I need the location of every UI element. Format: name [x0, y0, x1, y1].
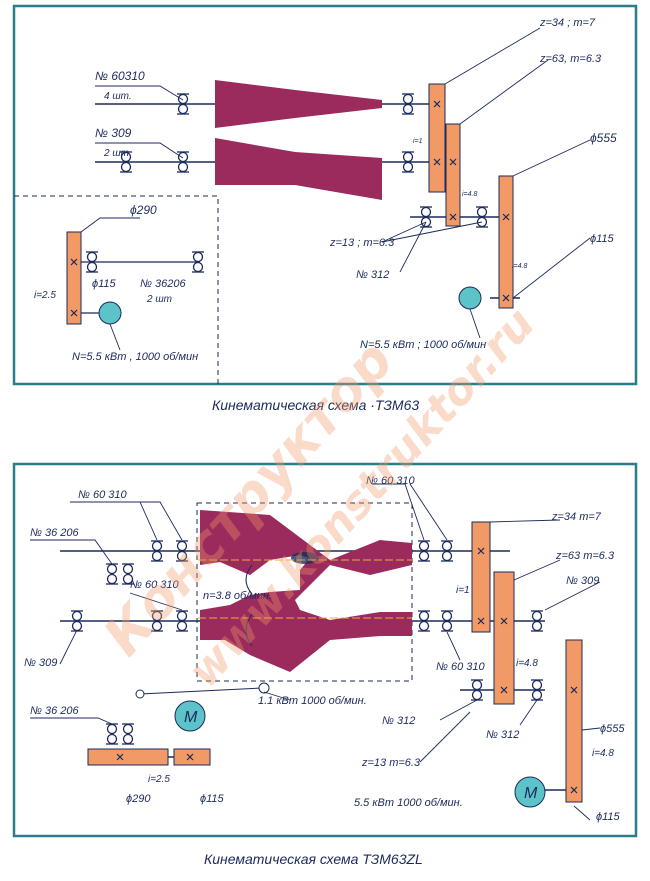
upper-roller: [200, 510, 412, 575]
gear-d115: [173, 748, 211, 766]
main-motor-symbol: M: [524, 785, 538, 802]
bottom-diagram: M M № 60 310 № 60 310 № 60 310: [12, 462, 638, 867]
label-ratio-48b: i=4.8: [592, 748, 614, 759]
label-b312-a: № 312: [382, 715, 415, 727]
rotation-arrow: [245, 613, 253, 647]
gear-z63: [445, 123, 461, 227]
link-rod: [139, 687, 263, 695]
gear-z63: [493, 571, 515, 705]
label-b309-b: № 309: [566, 575, 599, 587]
top-diagram: № 60310 4 шт. № 309 2 шт z=34 ; m=7 z=63…: [12, 4, 638, 413]
label-gear-z63: z=63, m=6.3: [539, 53, 602, 65]
label-ratio-48a: i=4.8: [462, 191, 477, 198]
label-b60310-a: № 60 310: [78, 489, 127, 501]
label-d555: ϕ555: [600, 723, 625, 735]
label-d115b: ϕ115: [596, 811, 621, 823]
label-b60310-d: № 60 310: [436, 661, 485, 673]
roller-nip: [291, 552, 319, 564]
main-motor-icon: [458, 286, 482, 310]
bearing: [121, 723, 135, 745]
label-inset-ratio: i=2.5: [34, 290, 56, 301]
label-ratio-48a: i=4.8: [516, 658, 538, 669]
label-b309-a: № 309: [24, 657, 57, 669]
bottom-frame: [12, 462, 638, 838]
rotation-arrow: [245, 564, 253, 595]
label-main-motor: 5.5 кВт 1000 об/мин.: [354, 797, 463, 809]
label-d290: ϕ290: [126, 793, 151, 805]
label-b60310-c: № 60 310: [366, 475, 415, 487]
label-bearing-312: № 312: [356, 269, 389, 281]
link-pivot: [135, 689, 145, 699]
label-inset-d290: ϕ290: [130, 203, 157, 217]
label-ratio-1: i=1: [413, 138, 423, 145]
label-bearing-309-qty: 2 шт: [103, 148, 129, 159]
link-pivot: [258, 682, 270, 694]
label-bearing-60310-qty: 4 шт.: [104, 91, 132, 102]
label-ratio-1: i=1: [456, 585, 470, 596]
top-frame: [12, 4, 638, 386]
label-d115a: ϕ115: [200, 793, 225, 805]
inset-dashed-border: [14, 195, 219, 384]
label-speed: n=3.8 об/мин.: [203, 590, 272, 602]
gear-d555: [565, 639, 583, 803]
label-d555: ϕ555: [590, 131, 617, 145]
bearing: [105, 563, 119, 585]
label-gear-z34: z=34 ; m=7: [539, 17, 596, 29]
label-inset-bearing: № 36206: [140, 278, 186, 290]
inset-motor-icon: [98, 301, 122, 325]
upper-roller: [215, 80, 382, 128]
gear-z34: [471, 521, 491, 633]
label-inset-bearing-qty: 2 шт: [146, 294, 172, 305]
gear-d555: [498, 175, 514, 309]
gear-z34: [428, 83, 446, 193]
label-inset-d115: ϕ115: [92, 278, 117, 290]
label-z13: z=13 ; m=6.3: [329, 237, 395, 249]
label-z63: z=63 m=6.3: [555, 550, 615, 562]
label-motor-power: N=5.5 кВт ; 1000 об/мин: [360, 339, 486, 351]
small-motor-icon: [174, 700, 206, 732]
label-ratio-25: i=2.5: [148, 774, 170, 785]
label-d115: ϕ115: [590, 233, 615, 245]
label-b60310-b: № 60 310: [130, 579, 179, 591]
gear-d290: [87, 748, 169, 766]
roller-zone-dashed: [196, 502, 413, 682]
label-b36206-a: № 36 206: [30, 527, 79, 539]
label-b312-b: № 312: [486, 729, 519, 741]
lower-roller: [200, 558, 412, 672]
label-z34: z=34 m=7: [551, 511, 602, 523]
label-ratio-48b: i=4.8: [512, 263, 527, 270]
label-b36206-b: № 36 206: [30, 705, 79, 717]
lower-roller: [215, 138, 382, 200]
bottom-caption: Кинематическая схема ТЗМ63ZL: [204, 851, 423, 867]
label-z13: z=13 m=6.3: [361, 757, 421, 769]
top-caption: Кинематическая схема ·ТЗМ63: [212, 397, 419, 413]
label-inset-motor-power: N=5.5 кВт , 1000 об/мин: [72, 351, 198, 363]
label-small-motor: 1.1 кВт 1000 об/мин.: [258, 695, 367, 707]
small-motor-symbol: M: [184, 709, 198, 726]
inset-gear: [66, 231, 82, 325]
label-bearing-309: № 309: [95, 126, 132, 140]
main-motor-icon: [514, 776, 546, 808]
bearing: [105, 723, 119, 745]
label-bearing-60310: № 60310: [95, 69, 145, 83]
